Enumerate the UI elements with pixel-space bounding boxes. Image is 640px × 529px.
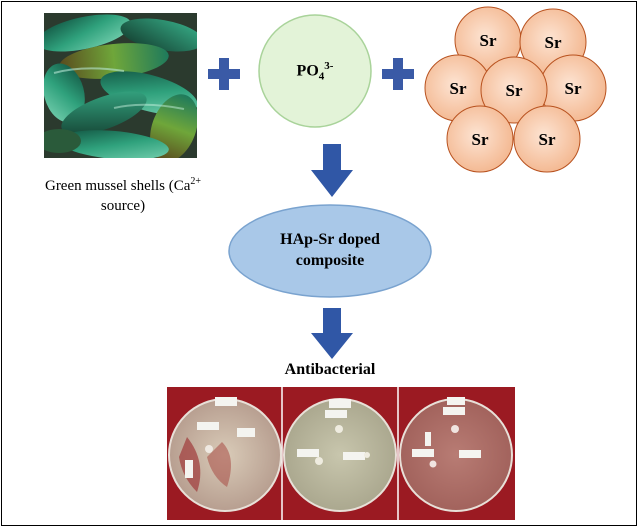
sr-atom-3: Sr xyxy=(424,54,492,122)
plate-2-label-amoxicillin xyxy=(325,410,347,418)
sr-atom-4-label: Sr xyxy=(565,79,582,98)
petri-plate-3 xyxy=(399,397,513,512)
sr-atom-6: Sr xyxy=(446,105,514,173)
plate-1-label-amoxicillin xyxy=(215,397,237,406)
green-mussel-shells-photo xyxy=(44,13,197,158)
plate-2-label-hapsr1 xyxy=(297,449,319,457)
sr-atom-5: Sr xyxy=(480,56,548,124)
composite-line2: composite xyxy=(295,252,365,269)
phosphate-charge: 3- xyxy=(324,60,334,72)
petri-plates-photo xyxy=(167,387,515,520)
petri-plate-2 xyxy=(283,398,397,512)
sr-atom-4: Sr xyxy=(539,54,607,122)
plus-icon-2 xyxy=(382,58,414,90)
plus-icon-1 xyxy=(208,58,240,90)
mussel-shell-caption: Green mussel shells (Ca2+ source) xyxy=(18,172,228,216)
plate-2-label-hapsr2 xyxy=(343,452,365,460)
phosphate-label: PO43- xyxy=(257,60,373,83)
composite-label: HAp-Sr doped composite xyxy=(227,229,433,271)
phosphate-base: PO xyxy=(296,62,319,80)
sr-atom-2-label: Sr xyxy=(545,33,562,52)
composite-ellipse xyxy=(228,204,432,298)
plate-3-label-amoxicillin xyxy=(443,407,465,415)
sr-atom-5-label: Sr xyxy=(506,81,523,100)
down-arrow-1 xyxy=(311,144,353,197)
petri-plates-graphic xyxy=(168,387,513,520)
plate-1-label-hap xyxy=(237,428,255,437)
plate-3-label-hapsr3 xyxy=(412,449,434,457)
phosphate-circle xyxy=(258,14,372,128)
sr-atom-7-label: Sr xyxy=(539,130,556,149)
sr-atom-1-label: Sr xyxy=(480,31,497,50)
plate-3-label-hapsr4 xyxy=(459,450,481,458)
antibacterial-label: Antibacterial xyxy=(284,361,376,378)
caption-line1: Green mussel shells (Ca xyxy=(44,178,191,194)
down-arrow-2 xyxy=(311,308,353,359)
petri-plate-1 xyxy=(168,397,282,512)
strontium-cluster: Sr Sr Sr Sr Sr Sr Sr xyxy=(424,6,607,173)
sr-atom-3-label: Sr xyxy=(450,79,467,98)
caption-line2: source) xyxy=(100,198,146,214)
composite-line1: HAp-Sr doped xyxy=(280,231,380,248)
phosphate-subscript: 4 xyxy=(318,70,325,83)
sr-atom-6-label: Sr xyxy=(472,130,489,149)
sr-atom-7: Sr xyxy=(513,105,581,173)
calcium-charge: 2+ xyxy=(190,176,202,187)
